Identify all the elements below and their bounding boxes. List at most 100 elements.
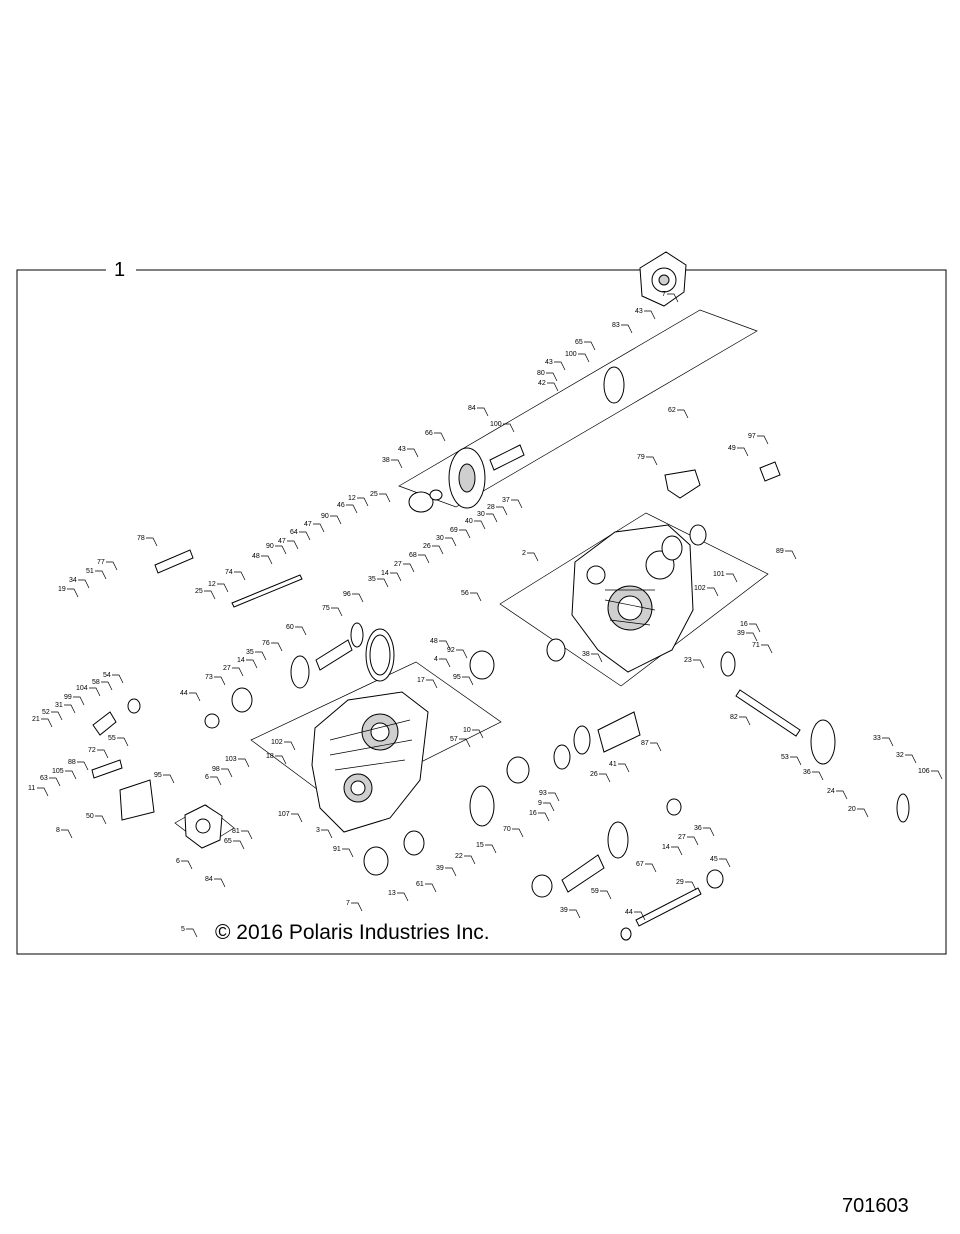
leader-line <box>287 540 299 550</box>
callout-c-21: 21 <box>32 716 53 728</box>
leader-line <box>291 813 303 823</box>
leader-line <box>101 681 113 691</box>
callout-label: 69 <box>450 527 458 534</box>
callout-label: 31 <box>55 702 63 709</box>
callout-label: 77 <box>97 559 105 566</box>
callout-c-72: 72 <box>88 747 109 759</box>
leader-line <box>89 687 101 697</box>
bearing-36 <box>666 798 682 816</box>
leader-line <box>836 790 848 800</box>
leader-line <box>459 738 471 748</box>
callout-c-62: 62 <box>668 407 689 419</box>
leader-line <box>737 447 749 457</box>
callout-label: 95 <box>453 674 461 681</box>
callout-label: 48 <box>430 638 438 645</box>
leader-line <box>470 592 482 602</box>
callout-c-49: 49 <box>728 445 749 457</box>
leader-line <box>210 776 222 786</box>
callout-label: 83 <box>612 322 620 329</box>
assembly-frame <box>16 269 947 955</box>
callout-label: 23 <box>684 657 692 664</box>
leader-line <box>445 867 457 877</box>
callout-c-34: 34 <box>69 577 90 589</box>
callout-c-83: 83 <box>612 322 633 334</box>
bracket-50 <box>119 779 155 821</box>
leader-line <box>882 737 894 747</box>
leader-line <box>106 561 118 571</box>
callout-label: 58 <box>92 679 100 686</box>
callout-label: 30 <box>436 535 444 542</box>
callout-label: 97 <box>748 433 756 440</box>
callout-label: 36 <box>803 769 811 776</box>
callout-label: 100 <box>490 421 502 428</box>
callout-c-71: 71 <box>752 642 773 654</box>
callout-label: 98 <box>212 766 220 773</box>
leader-line <box>761 644 773 654</box>
callout-c-30b: 30 <box>436 535 457 547</box>
leader-line <box>64 704 76 714</box>
callout-c-90b: 90 <box>266 543 287 555</box>
callout-label: 90 <box>321 513 329 520</box>
callout-c-25b: 25 <box>195 588 216 600</box>
leader-line <box>330 515 342 525</box>
selector-99 <box>92 711 117 736</box>
callout-label: 89 <box>776 548 784 555</box>
leader-line <box>41 718 53 728</box>
callout-c-70: 70 <box>503 826 524 838</box>
actuator-cover <box>184 804 223 849</box>
leader-line <box>426 679 438 689</box>
callout-label: 79 <box>637 454 645 461</box>
callout-c-75: 75 <box>322 605 343 617</box>
bearing-38 <box>408 491 434 513</box>
callout-c-44b: 44 <box>625 909 646 921</box>
callout-label: 13 <box>388 890 396 897</box>
callout-label: 100 <box>565 351 577 358</box>
callout-c-103: 103 <box>225 756 250 768</box>
leader-line <box>812 771 824 781</box>
callout-c-91: 91 <box>333 846 354 858</box>
leader-line <box>65 770 77 780</box>
callout-c-36b: 36 <box>694 825 715 837</box>
callout-label: 41 <box>609 761 617 768</box>
leader-line <box>485 844 497 854</box>
callout-label: 7 <box>662 291 666 298</box>
seal-101 <box>689 524 707 546</box>
leader-line <box>295 626 307 636</box>
callout-label: 56 <box>461 590 469 597</box>
leader-line <box>578 353 590 363</box>
callout-label: 60 <box>286 624 294 631</box>
callout-c-101: 101 <box>713 571 738 583</box>
callout-label: 3 <box>316 827 320 834</box>
leader-line <box>746 632 758 642</box>
callout-c-48b: 48 <box>430 638 451 650</box>
callout-c-66: 66 <box>425 430 446 442</box>
leader-line <box>255 651 267 661</box>
callout-c-36a: 36 <box>803 769 824 781</box>
callout-c-93: 93 <box>539 790 560 802</box>
callout-label: 50 <box>86 813 94 820</box>
callout-label: 39 <box>737 630 745 637</box>
callout-c-33: 33 <box>873 735 894 747</box>
leader-line <box>189 692 201 702</box>
leader-line <box>275 755 287 765</box>
callout-c-14a: 14 <box>381 570 402 582</box>
leader-line <box>527 552 539 562</box>
callout-c-65b: 65 <box>224 838 245 850</box>
callout-label: 61 <box>416 881 424 888</box>
callout-c-53: 53 <box>781 754 802 766</box>
callout-label: 6 <box>176 858 180 865</box>
leader-line <box>97 749 109 759</box>
callout-c-39b: 39 <box>436 865 457 877</box>
callout-c-41: 41 <box>609 761 630 773</box>
callout-label: 35 <box>368 576 376 583</box>
leader-line <box>238 758 250 768</box>
callout-label: 106 <box>918 768 930 775</box>
leader-line <box>390 572 402 582</box>
callout-label: 18 <box>266 753 274 760</box>
callout-label: 68 <box>409 552 417 559</box>
leader-line <box>496 506 508 516</box>
callout-label: 47 <box>278 538 286 545</box>
callout-label: 102 <box>694 585 706 592</box>
leader-line <box>234 571 246 581</box>
